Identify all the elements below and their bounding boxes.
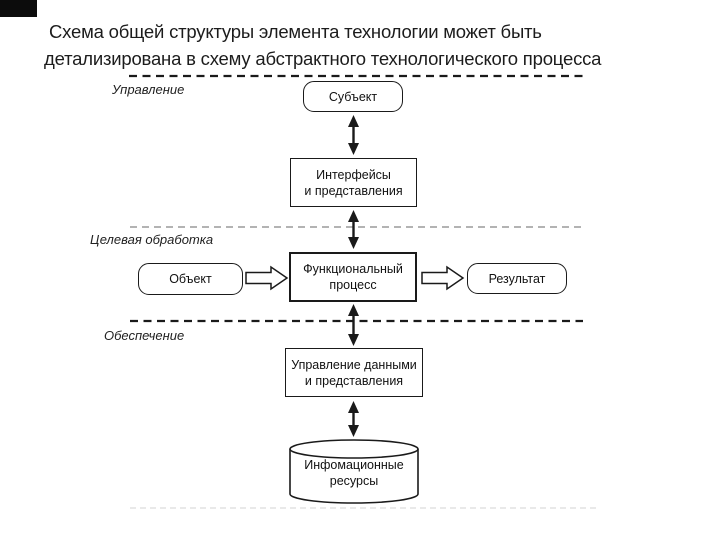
node-data-management: Управление данными и представления (285, 348, 423, 397)
double-arrow-process-datamgmt (348, 304, 359, 346)
corner-mark (0, 0, 37, 17)
flow-arrow-process-to-result (421, 265, 465, 291)
flow-arrow-object-to-process (245, 265, 289, 291)
section-label-processing: Целевая обработка (90, 232, 214, 247)
title-line-2: детализирована в схему абстрактного техн… (44, 47, 602, 69)
node-result: Результат (467, 263, 567, 294)
section-label-support: Обеспечение (104, 328, 185, 343)
title-line-1: Схема общей структуры элемента технологи… (49, 21, 542, 42)
database-cylinder (289, 439, 419, 504)
double-arrow-subject-interfaces (348, 115, 359, 155)
section-label-management: Управление (112, 82, 185, 97)
node-information-resources-label: Инфомационные ресурсы (304, 458, 404, 488)
node-subject: Субъект (303, 81, 403, 112)
double-arrow-interfaces-process (348, 210, 359, 249)
double-arrow-datamgmt-resources (348, 401, 359, 437)
node-object: Объект (138, 263, 243, 295)
node-interfaces: Интерфейсы и представления (290, 158, 417, 207)
node-functional-process: Функциональный процесс (289, 252, 417, 302)
page-title: Схема общей структуры элемента технологи… (44, 19, 601, 72)
